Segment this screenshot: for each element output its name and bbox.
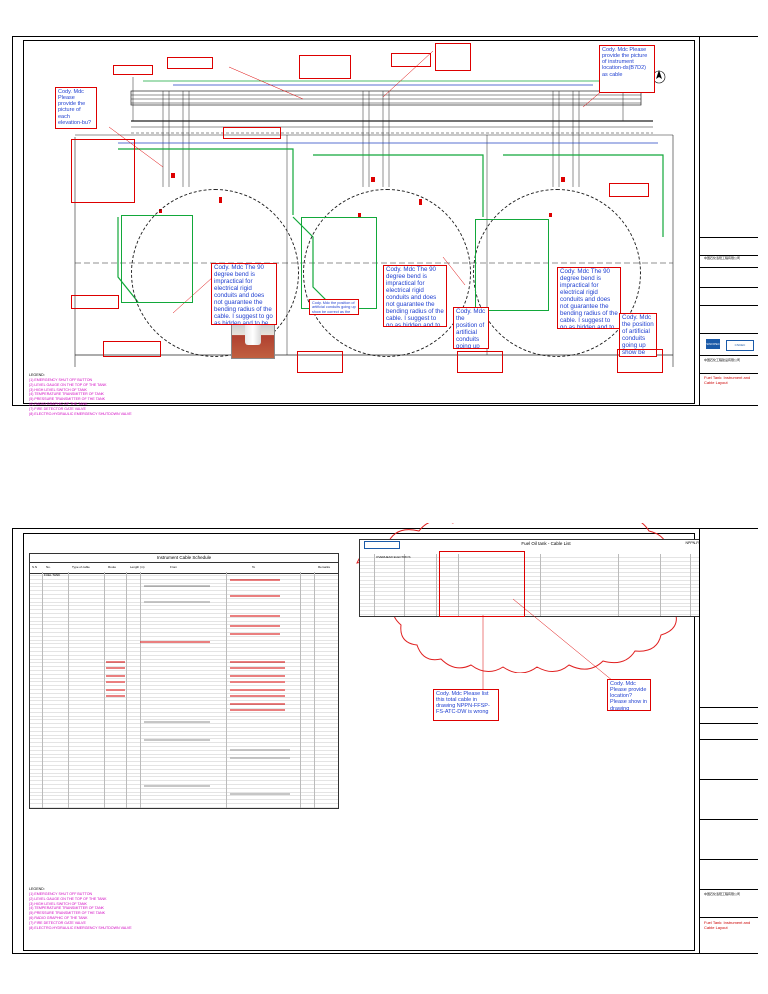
tank-2-cable-route [301,217,377,309]
callout-box [113,65,153,75]
drawing-title: Fuel Tank: Instrument and Cable Layout [704,375,751,385]
legend-item: (6) RADIO GRAPHIC OF THE TANK [29,402,88,407]
legend-item: (6) RADIO GRAPHIC OF THE TANK [29,916,88,921]
col-header: To [252,565,256,569]
cable-list-rows: OVERHEAD ELECTRICS [360,554,732,616]
comment-leaders [482,598,614,689]
instrument-cable-schedule: Instrument Cable Schedule S.N No. Type o… [29,553,339,809]
schedule-title: Instrument Cable Schedule [156,555,212,560]
legend-block: LEGEND: (1) EMERGENCY SHUT OFF BUTTON (2… [29,887,132,931]
legend-item: (8) ELECTRO-HYDRAULIC EMERGENCY SHUTDOWN… [29,411,132,416]
company-logo-icon [364,541,400,549]
legend-heading: LEGEND: [29,887,45,891]
review-comment-conduit-position-tank-1[interactable]: Cody. Mdc the position of artificial con… [309,299,359,315]
drawing-frame [23,40,695,404]
review-comment-elevation-picture[interactable]: Cody. Mdc Please provide the picture of … [55,87,97,129]
callout-box [71,295,119,309]
review-comment-conduit-position-tank-2[interactable]: Cody. Mdc the position of artificial con… [453,307,489,349]
cable-list-title: Fuel Oil tank - Cable List [521,541,571,546]
drawing-sheet-2: Instrument Cable Schedule S.N No. Type o… [12,523,758,954]
title-block-company: 中国石化洛阳工程有限公司 [704,892,741,896]
schedule-red-entries [106,579,290,795]
cable-list-highlight [439,551,525,617]
tank-circle-1 [131,189,299,357]
review-comment-bend-radius-tank-2[interactable]: Cody. Mdc The 90 degree bend is impracti… [383,265,447,327]
callout-box [103,341,161,357]
drawing-frame [23,533,695,951]
review-comment-cable-total[interactable]: Cody. Mdc Please list this total cable i… [433,689,499,721]
callout-box [609,183,649,197]
review-comment-bend-radius-tank-3[interactable]: Cody. Mdc The 90 degree bend is impracti… [557,267,621,329]
legend-item: (3) HIGH LEVEL SWITCH OF TANK [29,387,87,392]
legend-item: (4) TEMPERATURE TRANSMITTER OF TANK [29,392,104,397]
legend-item: (8) ELECTRO-HYDRAULIC EMERGENCY SHUTDOWN… [29,925,132,930]
callout-box [71,139,135,203]
schedule-rows: FUEL TANK [30,572,338,808]
legend-item: (7) FIRE DETECTOR GATE VALVE [29,920,86,925]
col-header: Remarks [318,565,331,569]
legend-item: (5) PRESSURE TRANSMITTER OF THE TANK [29,397,106,402]
callout-box [391,53,431,67]
callout-box [617,349,663,373]
callout-box [457,351,503,373]
col-header: Length (m) [130,565,145,569]
review-comment-instrument-picture[interactable]: Cody. Mdc Please provide the picture of … [599,45,655,93]
callout-box [223,127,281,139]
legend-item: (1) EMERGENCY SHUT OFF BUTTON [29,891,93,896]
col-header: From [170,565,177,569]
tank-1-cable-route [121,215,193,303]
tank-3-cable-route [475,219,549,311]
drawing-title: Fuel Tank: Instrument and Cable Layout [704,920,751,930]
col-header: Route [108,565,117,569]
drawing-sheet-1: Cody. Mdc Please provide the picture of … [12,36,758,416]
cable-list-section: OVERHEAD ELECTRICS [376,555,411,559]
legend-block: LEGEND: (1) EMERGENCY SHUT OFF BUTTON (2… [29,373,132,417]
col-header: S.N [32,565,38,569]
callout-box [167,57,213,69]
title-block-company: 中国石化洛阳工程有限公司 [704,256,741,260]
legend-item: (7) FIRE DETECTOR GATE VALVE [29,406,86,411]
schedule-section-label: FUEL TANK [44,573,61,577]
fuel-oil-cable-list: Fuel Oil tank - Cable List NPPN-FFSP-FS-… [359,539,733,617]
legend-item: (1) EMERGENCY SHUT OFF BUTTON [29,377,93,382]
title-block-company-short: 中国石化工程建设有限公司 [704,358,741,362]
legend-item: (5) PRESSURE TRANSMITTER OF THE TANK [29,911,106,916]
revision-cloud [356,523,682,673]
callout-box [297,351,343,373]
sinopec-logo-icon: SINOPEC [706,339,720,349]
callout-box [435,43,471,71]
review-comment-bend-radius-tank-1[interactable]: Cody. Mdc The 90 degree bend is impracti… [211,263,277,325]
title-block: 中国石化洛阳工程有限公司 Fuel Tank: Instrument and C… [699,529,758,953]
callout-box [299,55,351,79]
legend-item: (2) LEVEL GAUGE ON THE TOP OF THE TANK [29,896,107,901]
title-block: 中国石化洛阳工程有限公司 SINOPEC CNCEC 中国石化工程建设有限公司 … [699,37,758,405]
cncec-logo-icon: CNCEC [726,340,754,351]
tank-circle-2 [303,189,471,357]
col-header: No. [46,565,51,569]
legend-item: (4) TEMPERATURE TRANSMITTER OF TANK [29,906,104,911]
legend-item: (2) LEVEL GAUGE ON THE TOP OF THE TANK [29,382,107,387]
review-comment-location[interactable]: Cody. Mdc Please provide location? Pleas… [607,679,651,711]
legend-item: (3) HIGH LEVEL SWITCH OF TANK [29,901,87,906]
tank-circle-3 [473,189,641,357]
legend-heading: LEGEND: [29,373,45,377]
col-header: Type of cable [72,565,90,569]
